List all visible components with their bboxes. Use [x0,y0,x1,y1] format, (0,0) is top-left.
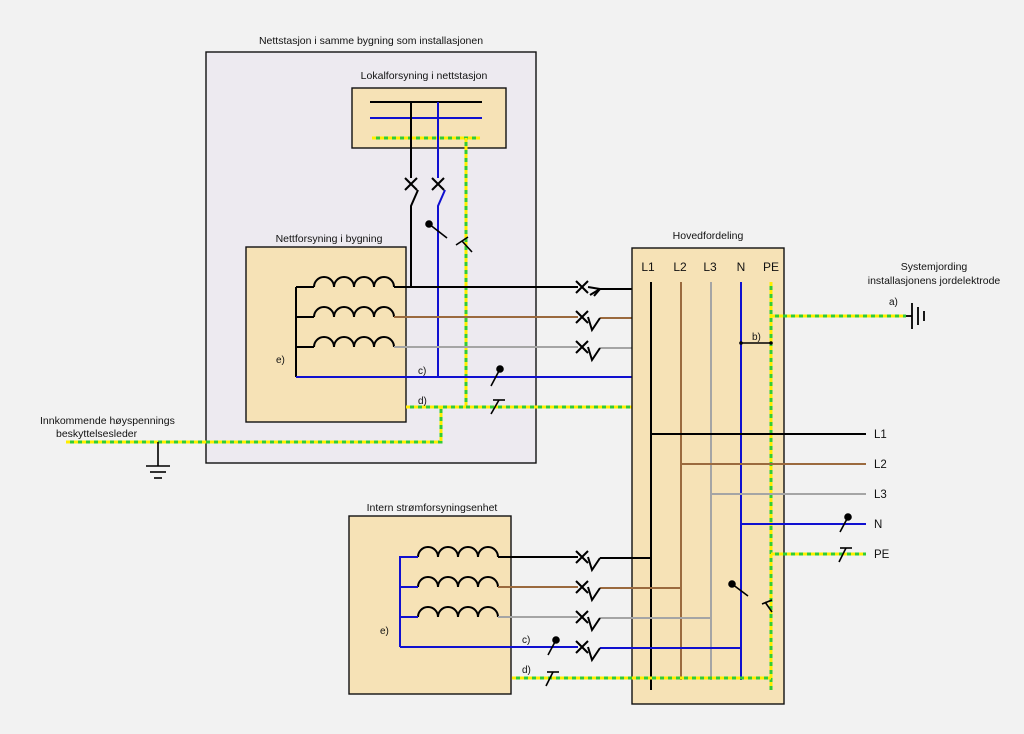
local-n-disconnector-cross [431,177,445,191]
internal-supply-box [348,515,512,695]
busbar-label-n: N [737,260,746,274]
system-earthing-label-1: Systemjording [901,261,968,273]
substation-title: Nettstasjon i samme bygning som installa… [259,35,483,47]
output-label-n: N [874,519,882,531]
incoming-hv-label-2: beskyttelsesleder [56,428,138,440]
internal-l2-conductor [498,586,681,589]
local-supply-title: Lokalforsyning i nettstasjon [361,70,488,82]
internal-note-e: e) [380,626,389,637]
internal-n-conductor [400,646,741,649]
note-b: b) [752,332,761,343]
internal-pe-link-symbol [545,671,559,687]
busbar-label-l1: L1 [641,260,655,274]
local-l-disconnector-cross [404,177,418,191]
local-n-feeder [437,102,446,376]
grid-note-c: c) [418,366,426,377]
hv-ground-symbol [146,442,170,479]
hv-protective-conductor [66,405,466,444]
earth-electrode-symbol [906,303,925,329]
internal-supply-title: Intern strømforsyningsenhet [367,502,498,514]
busbar-label-pe: PE [763,260,779,274]
grid-note-e: e) [276,355,285,366]
out-pe-link-symbol [838,547,852,563]
grid-pe-link-symbol [490,399,505,415]
internal-n-link-symbol [547,636,560,656]
local-pe-link-symbol [455,236,473,253]
main-distribution-title: Hovedfordeling [673,230,744,242]
internal-transformer-windings [417,546,499,618]
internal-breakers [575,550,601,663]
busbar-label-l3: L3 [703,260,717,274]
local-l-feeder [410,102,419,287]
system-earthing-label-2: installasjonens jordelektrode [868,275,1001,287]
output-label-l2: L2 [874,459,887,471]
grid-breakers [575,280,601,363]
internal-note-c: c) [522,635,530,646]
local-n-link-symbol [425,220,448,239]
output-label-l3: L3 [874,489,887,501]
incoming-hv-label-1: Innkommende høyspennings [40,415,175,427]
grid-supply-title: Nettforsyning i bygning [276,233,383,245]
junction-dots [739,341,773,345]
grid-supply-box [245,246,407,423]
output-label-l1: L1 [874,429,887,441]
internal-l3-conductor [498,616,711,619]
note-a: a) [889,297,898,308]
grid-n-link-symbol [490,365,504,387]
internal-l1-conductor [498,556,651,559]
output-label-pe: PE [874,549,890,561]
grid-transformer-windings [295,276,395,377]
internal-star-point [399,556,418,647]
busbar-label-l2: L2 [673,260,687,274]
main-distribution-box [631,247,785,705]
out-n-link-symbol [839,513,852,533]
internal-note-d: d) [522,665,531,676]
grid-note-d: d) [418,396,427,407]
n-pe-link-symbol-lower [728,580,773,613]
